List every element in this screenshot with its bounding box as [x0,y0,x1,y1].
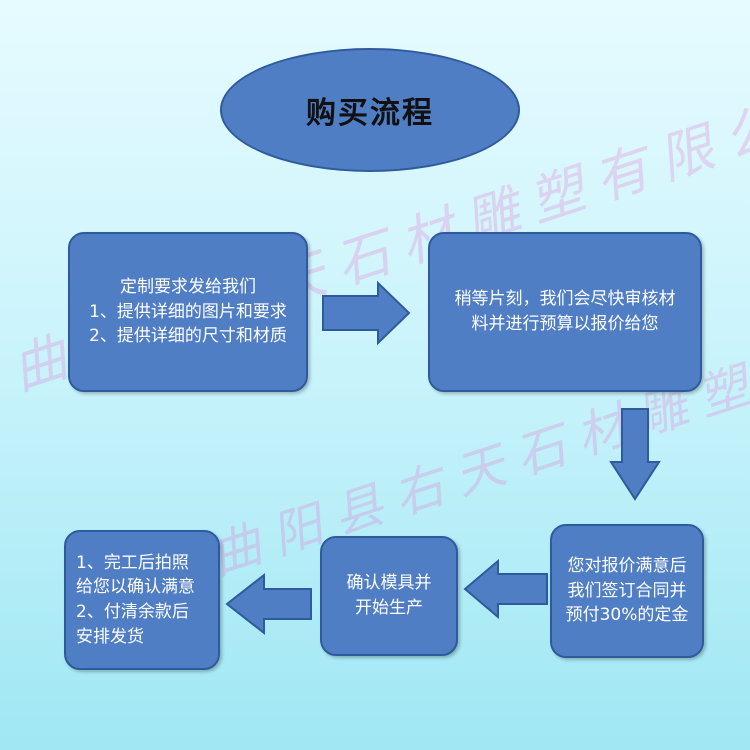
step-box-submit-requirements: 定制要求发给我们 1、提供详细的图片和要求 2、提供详细的尺寸和材质 [68,232,308,392]
step-text-line: 安排发货 [76,626,144,647]
step-box-sign-contract: 您对报价满意后 我们签订合同并 预付30%的定金 [550,524,704,658]
arrow-right-icon [322,280,411,346]
step-text-line: 定制要求发给我们 [120,277,256,298]
step-text-line: 料并进行预算以报价给您 [471,314,659,334]
page-title: 购买流程 [306,96,434,131]
step-text-line: 我们签订合同并 [567,580,687,601]
step-text-line: 您对报价满意后 [567,556,687,577]
step-box-ship: 1、完工后拍照 给您以确认满意 2、付清余款后 安排发货 [64,530,220,670]
arrow-left-icon [463,558,548,620]
step-text-line: 预付30%的定金 [565,605,689,626]
step-text-line: 确认模具并 [346,573,432,594]
step-box-review-quote: 稍等片刻，我们会尽快审核材 料并进行预算以报价给您 [428,232,702,392]
step-text-line: 稍等片刻，我们会尽快审核材 [454,289,676,310]
step-text-line: 给您以确认满意 [76,577,195,598]
title-oval: 购买流程 [220,48,520,172]
step-text-line: 1、完工后拍照 [76,552,189,573]
step-text-line: 1、提供详细的图片和要求 [89,301,287,322]
arrow-down-icon [609,408,661,501]
step-text-line: 2、付清余款后 [76,602,189,622]
arrow-left-icon [225,572,312,636]
step-text-line: 2、提供详细的尺寸和材质 [89,326,287,347]
step-box-confirm-mold: 确认模具并 开始生产 [320,536,458,656]
step-text-line: 开始生产 [355,598,423,618]
